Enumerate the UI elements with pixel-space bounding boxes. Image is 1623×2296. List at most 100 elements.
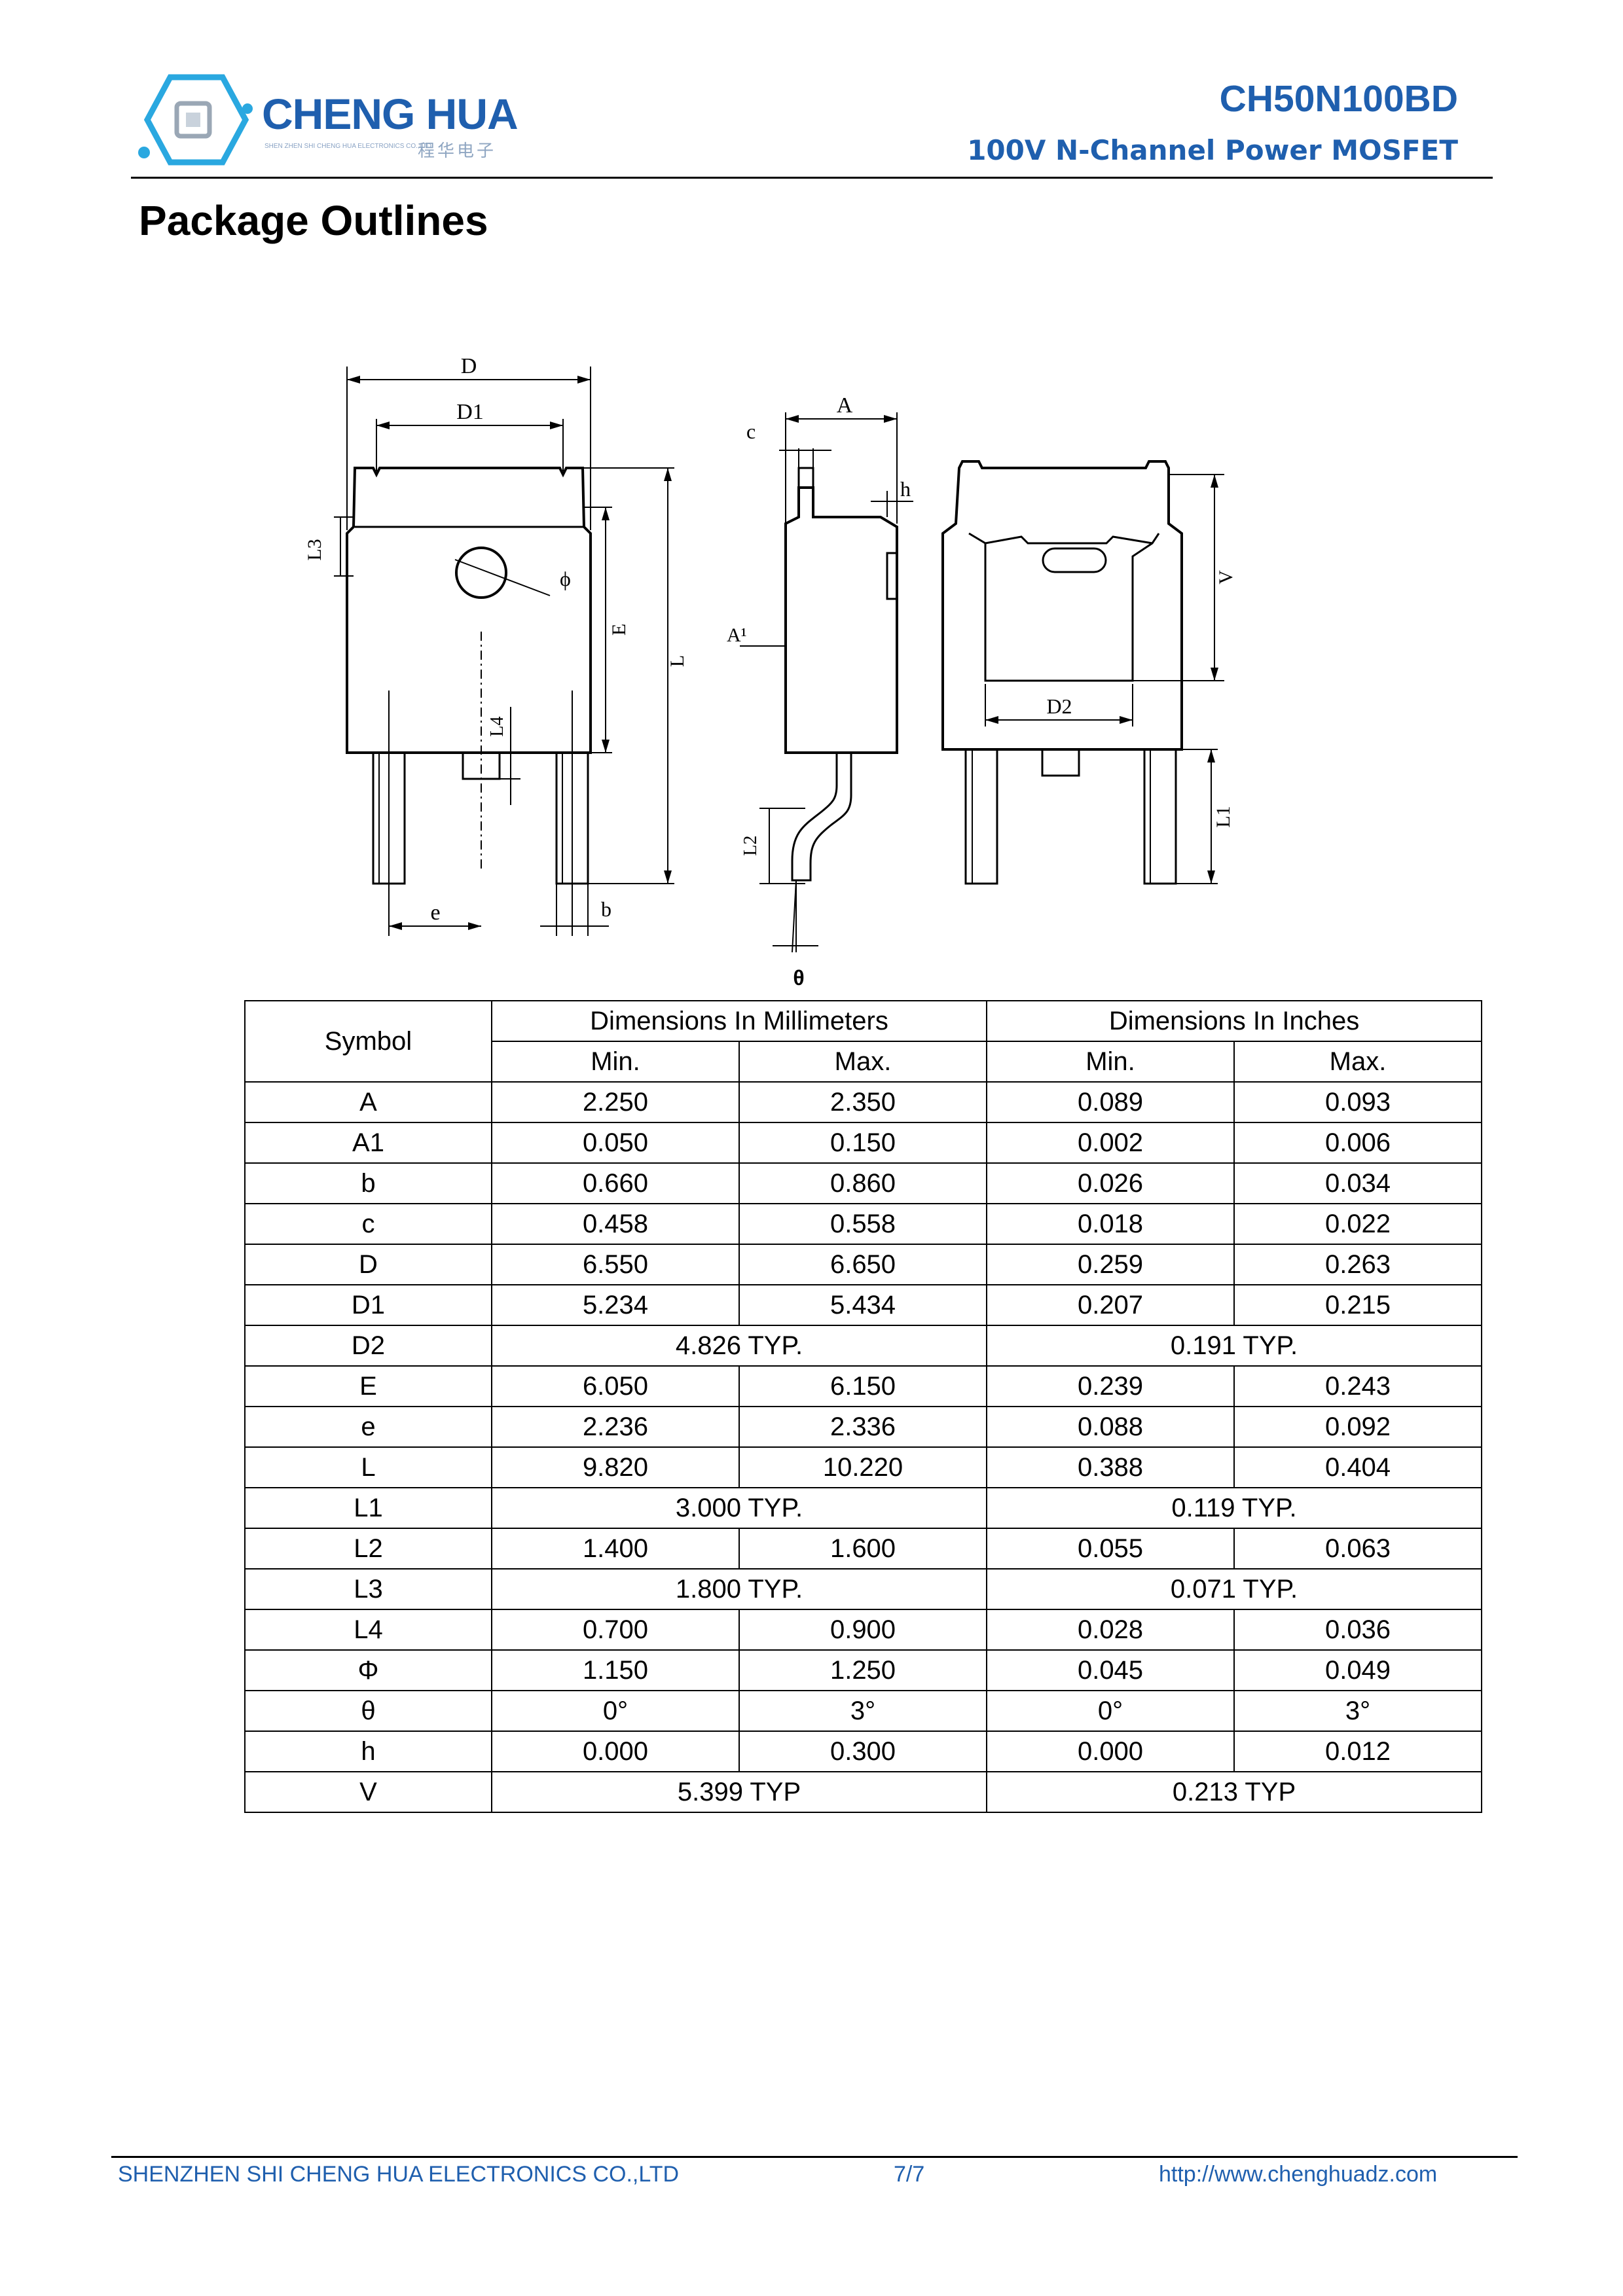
in-min-cell: 0.028 xyxy=(986,1609,1235,1651)
in-min-cell: 0.026 xyxy=(986,1162,1235,1204)
mm-min-cell: 6.550 xyxy=(491,1244,740,1285)
in-max-cell: 0.093 xyxy=(1233,1081,1483,1123)
footer-company: SHENZHEN SHI CHENG HUA ELECTRONICS CO.,L… xyxy=(118,2162,680,2187)
in-min-header: Min. xyxy=(986,1041,1235,1083)
dim-label-theta: θ xyxy=(793,966,804,990)
symbol-cell: Φ xyxy=(244,1649,492,1691)
table-header-row: Symbol Dimensions In Millimeters Dimensi… xyxy=(244,1000,1483,1083)
in-max-cell: 3° xyxy=(1233,1690,1483,1732)
front-view: D D1 L3 ϕ E L L4 xyxy=(304,354,688,936)
dim-label-c: c xyxy=(746,420,756,443)
symbol-cell: E xyxy=(244,1365,492,1407)
logo-mark-icon xyxy=(138,74,253,166)
mm-max-cell: 10.220 xyxy=(738,1446,988,1488)
company-logo: CHENG HUA SHEN ZHEN SHI CHENG HUA ELECTR… xyxy=(131,71,550,169)
in-min-cell: 0.018 xyxy=(986,1203,1235,1245)
mm-max-cell: 5.434 xyxy=(738,1284,988,1326)
dim-label-phi: ϕ xyxy=(560,567,571,590)
mm-header: Dimensions In Millimeters xyxy=(490,1000,988,1042)
symbol-cell: h xyxy=(244,1731,492,1772)
in-typ-cell: 0.119 TYP. xyxy=(986,1487,1483,1529)
dim-label-a1: A¹ xyxy=(727,624,747,646)
in-max-cell: 0.049 xyxy=(1233,1649,1483,1691)
mm-max-cell: 0.150 xyxy=(738,1122,988,1164)
mm-min-cell: 1.400 xyxy=(491,1528,740,1570)
mm-min-cell: 0.700 xyxy=(491,1609,740,1651)
mm-min-cell: 0.050 xyxy=(491,1122,740,1164)
dim-label-l2: L2 xyxy=(740,835,761,855)
symbol-cell: D2 xyxy=(244,1325,492,1367)
mm-max-header: Max. xyxy=(738,1041,988,1083)
logo-subtitle: SHEN ZHEN SHI CHENG HUA ELECTRONICS CO.,… xyxy=(264,143,431,150)
symbol-header: Symbol xyxy=(244,1000,492,1083)
in-min-cell: 0.388 xyxy=(986,1446,1235,1488)
footer-divider xyxy=(111,2156,1518,2158)
mm-min-cell: 0.458 xyxy=(491,1203,740,1245)
footer-page-number: 7/7 xyxy=(894,2162,925,2187)
in-min-cell: 0.259 xyxy=(986,1244,1235,1285)
dimensions-table: Symbol Dimensions In Millimeters Dimensi… xyxy=(244,1000,1483,1813)
dim-label-l4: L4 xyxy=(487,716,507,736)
symbol-cell: V xyxy=(244,1771,492,1813)
back-view: V D2 L1 xyxy=(941,460,1237,885)
mm-typ-cell: 1.800 TYP. xyxy=(490,1568,988,1610)
mm-max-cell: 6.150 xyxy=(738,1365,988,1407)
in-max-cell: 0.263 xyxy=(1233,1244,1483,1285)
in-min-cell: 0.055 xyxy=(986,1528,1235,1570)
dim-label-a: A xyxy=(837,393,853,418)
mm-min-cell: 5.234 xyxy=(491,1284,740,1326)
mm-min-cell: 0.660 xyxy=(491,1162,740,1204)
mm-min-cell: 2.236 xyxy=(491,1406,740,1448)
symbol-cell: b xyxy=(244,1162,492,1204)
mm-min-cell: 2.250 xyxy=(491,1081,740,1123)
dim-label-e-height: E xyxy=(608,624,630,636)
header-divider xyxy=(131,177,1493,179)
dim-label-b: b xyxy=(601,897,611,921)
dim-label-h: h xyxy=(900,477,911,501)
mm-max-cell: 1.250 xyxy=(738,1649,988,1691)
mm-min-cell: 0° xyxy=(491,1690,740,1732)
dim-label-v: V xyxy=(1215,570,1237,584)
side-view: A c h A¹ L2 θ xyxy=(727,393,913,990)
symbol-cell: D1 xyxy=(244,1284,492,1326)
section-title: Package Outlines xyxy=(139,197,488,244)
mm-max-cell: 2.350 xyxy=(738,1081,988,1123)
mm-min-cell: 1.150 xyxy=(491,1649,740,1691)
mm-typ-cell: 3.000 TYP. xyxy=(490,1487,988,1529)
in-min-cell: 0.239 xyxy=(986,1365,1235,1407)
in-typ-cell: 0.071 TYP. xyxy=(986,1568,1483,1610)
dim-label-d1: D1 xyxy=(456,400,484,424)
mm-max-cell: 2.336 xyxy=(738,1406,988,1448)
in-min-cell: 0° xyxy=(986,1690,1235,1732)
in-max-header: Max. xyxy=(1233,1041,1483,1083)
symbol-cell: D xyxy=(244,1244,492,1285)
in-min-cell: 0.000 xyxy=(986,1731,1235,1772)
symbol-cell: L1 xyxy=(244,1487,492,1529)
in-typ-cell: 0.191 TYP. xyxy=(986,1325,1483,1367)
symbol-cell: c xyxy=(244,1203,492,1245)
mm-max-cell: 6.650 xyxy=(738,1244,988,1285)
symbol-cell: e xyxy=(244,1406,492,1448)
in-max-cell: 0.243 xyxy=(1233,1365,1483,1407)
footer-url[interactable]: http://www.chenghuadz.com xyxy=(1159,2162,1438,2187)
in-min-cell: 0.088 xyxy=(986,1406,1235,1448)
mm-max-cell: 0.558 xyxy=(738,1203,988,1245)
in-max-cell: 0.012 xyxy=(1233,1731,1483,1772)
in-min-cell: 0.089 xyxy=(986,1081,1235,1123)
mm-min-cell: 0.000 xyxy=(491,1731,740,1772)
mm-min-cell: 6.050 xyxy=(491,1365,740,1407)
